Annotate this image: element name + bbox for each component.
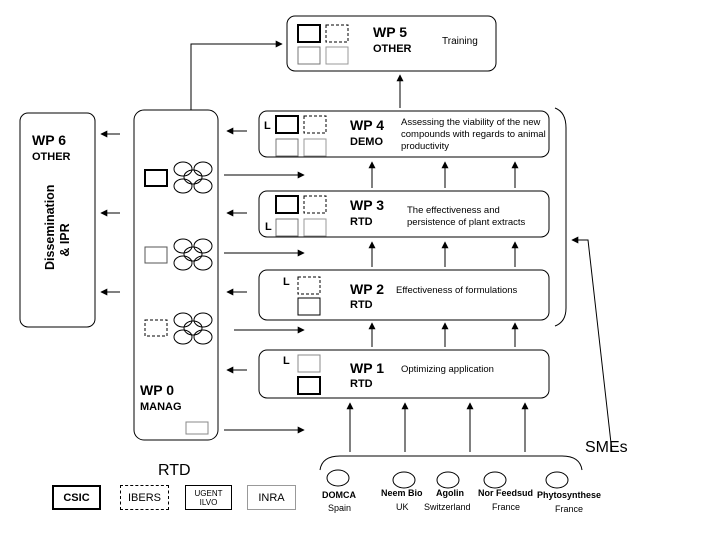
wp3-lead-marker: L: [265, 221, 272, 233]
wp4-box: [258, 110, 550, 158]
wp3-type: RTD: [350, 216, 373, 228]
wp0-partner-inra: [185, 421, 209, 435]
wp5-partner-csic: [297, 24, 321, 43]
sme-oval-2: [392, 471, 416, 489]
legend-item-ibers: IBERS: [120, 485, 169, 510]
sme-country-domca: Spain: [328, 503, 352, 513]
wp3-partner-ugent: [275, 218, 299, 237]
wp1-desc: Optimizing application: [401, 364, 494, 375]
sme-country-neem-bio: UK: [396, 502, 409, 512]
wp3-box: [258, 190, 550, 238]
wp3-desc: The effectiveness and persistence of pla…: [407, 205, 526, 228]
wp5-desc: Training: [442, 36, 478, 47]
wp2-type: RTD: [350, 299, 373, 311]
wp5-type: OTHER: [373, 43, 412, 55]
legend-item-ugent-ilvo: UGENT ILVO: [185, 485, 232, 510]
wp5-box: [286, 15, 497, 72]
wp1-partner-inra: [297, 354, 321, 373]
arrows-wp2-to-wp3: [368, 241, 519, 267]
wp3-partner-csic: [275, 195, 299, 214]
arrows-smes-to-wp1: [346, 402, 529, 452]
wp0-partner-ugent: [144, 246, 168, 264]
wp3-partner-inra: [303, 218, 327, 237]
wp1-type: RTD: [350, 378, 373, 390]
wp2-box: [258, 269, 550, 321]
sme-country-phytosynthese: France: [555, 504, 584, 514]
arrow-wp0-to-wp5: [190, 40, 283, 110]
sme-cluster-icon-1: [173, 161, 213, 194]
wp5-title: WP 5: [373, 24, 407, 40]
legend-label-inra: INRA: [258, 491, 285, 504]
wp0-title: WP 0: [140, 382, 174, 398]
arrows-wp3-to-wp4: [368, 161, 519, 188]
legend-item-csic: CSIC: [52, 485, 101, 510]
bracket: [554, 107, 567, 327]
smes-label: SMEs: [585, 439, 628, 456]
wp5-partner-ugent: [297, 46, 321, 65]
sme-oval-5: [545, 471, 569, 489]
wp1-lead-marker: L: [283, 355, 290, 367]
sme-name-domca: DOMCA: [322, 490, 356, 500]
legend-label-ugent: UGENT: [194, 488, 223, 498]
wp6-title: WP 6: [32, 132, 66, 148]
wp1-partner-csic: [297, 376, 321, 395]
wp2-desc: Effectiveness of formulations: [396, 285, 518, 296]
sme-name-phytosynthese: Phytosynthese: [537, 490, 602, 500]
wp2-partner-csic: [297, 297, 321, 316]
wp6-type: OTHER: [32, 151, 71, 163]
sme-cluster-icon-2: [173, 238, 213, 271]
legend-label-ilvo: ILVO: [199, 497, 218, 507]
arrow-smes-to-wp3: [571, 236, 613, 453]
legend-item-inra: INRA: [247, 485, 296, 510]
sme-name-neem-bio: Neem Bio: [381, 488, 423, 498]
sme-cluster-icon-3: [173, 312, 213, 345]
wp4-partner-csic: [275, 115, 299, 134]
wp5-partner-inra: [325, 46, 349, 65]
wp4-partner-inra: [303, 138, 327, 157]
wp1-title: WP 1: [350, 360, 384, 376]
wp1-box: [258, 349, 550, 399]
wp4-title: WP 4: [350, 117, 384, 133]
sme-name-agolin: Agolin: [436, 488, 464, 498]
legend-label-ibers: IBERS: [127, 491, 161, 504]
wp0-partner-csic: [144, 169, 168, 187]
wp4-desc: Assessing the viability of the new compo…: [401, 117, 546, 152]
sme-name-nor-feedsud: Nor Feedsud: [478, 488, 534, 498]
legend-label-csic: CSIC: [63, 491, 90, 504]
wp6-box: [19, 112, 96, 328]
wp6-side-label: Dissemination & IPR: [43, 184, 72, 270]
legend-title: RTD: [158, 462, 191, 479]
wp3-title: WP 3: [350, 197, 384, 213]
wp0-partner-ibers: [144, 319, 168, 337]
wp3-partner-ibers: [303, 195, 327, 214]
sme-oval-1: [326, 469, 350, 487]
wp0-type: MANAG: [140, 401, 182, 413]
wp4-partner-ibers: [303, 115, 327, 134]
wp2-partner-ibers: [297, 276, 321, 295]
wp4-partner-ugent: [275, 138, 299, 157]
wp4-type: DEMO: [350, 136, 383, 148]
sme-oval-4: [483, 471, 507, 489]
wp2-title: WP 2: [350, 281, 384, 297]
wp4-lead-marker: L: [264, 120, 271, 132]
sme-oval-3: [436, 471, 460, 489]
sme-country-nor-feedsud: France: [492, 502, 521, 512]
wp2-lead-marker: L: [283, 276, 290, 288]
smes-bracket: [319, 455, 583, 471]
wp5-partner-ibers: [325, 24, 349, 43]
arrows-wp1-to-wp2: [368, 322, 519, 347]
wp0-box: [133, 109, 219, 441]
sme-country-agolin: Switzerland: [424, 502, 471, 512]
